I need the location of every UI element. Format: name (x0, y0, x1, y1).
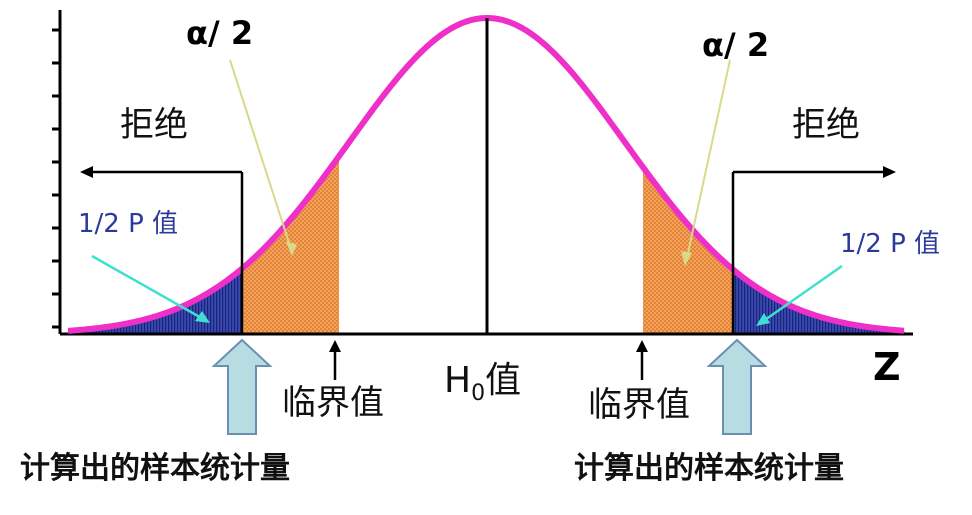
half-p-value-label-left: 1/2 P 值 (78, 209, 178, 239)
reject-bracket-right (731, 166, 896, 334)
sample-statistic-label-left: 计算出的样本统计量 (20, 451, 290, 486)
z-axis-label: Z (873, 345, 901, 389)
critical-arrow-left (329, 340, 341, 380)
sample-stat-arrow-left (211, 338, 273, 435)
sample-stat-arrow-right (706, 338, 768, 435)
rejection-region-left (242, 18, 339, 334)
half-p-value-label-right: 1/2 P 值 (840, 229, 940, 259)
critical-value-label-left: 临界值 (282, 383, 384, 423)
alpha-pointer-right (685, 59, 731, 263)
alpha-half-label-right: α/ 2 (702, 26, 769, 64)
y-axis-ticks (52, 28, 60, 329)
h0-value-label: H0值 (444, 360, 521, 406)
pvalue-pointer-right (761, 264, 843, 324)
critical-value-label-right: 临界值 (588, 385, 690, 425)
critical-arrow-right (636, 340, 648, 380)
sample-statistic-label-right: 计算出的样本统计量 (574, 451, 844, 486)
arrowhead-right-icon (883, 166, 896, 178)
pvalue-pointer-left (91, 254, 206, 322)
reject-bracket-left (80, 166, 244, 334)
alpha-half-label-left: α/ 2 (186, 14, 253, 52)
arrowhead-left-icon (80, 166, 93, 178)
alpha-pointer-left (229, 59, 293, 253)
reject-label-right: 拒绝 (792, 105, 860, 145)
reject-label-left: 拒绝 (120, 105, 188, 145)
